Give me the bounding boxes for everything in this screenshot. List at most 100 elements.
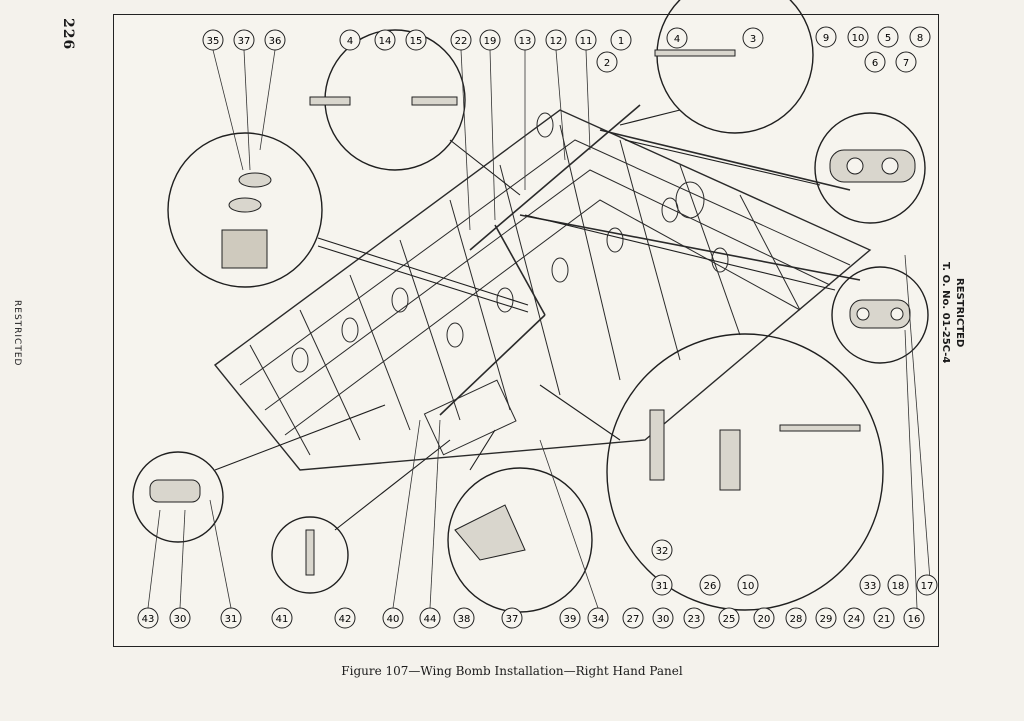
- svg-text:3: 3: [750, 34, 756, 45]
- svg-text:39: 39: [564, 614, 577, 625]
- rib-lightening-holes: [291, 112, 729, 373]
- callout-39: 39: [559, 607, 581, 629]
- wing-spar-mid: [264, 169, 831, 411]
- callout-29: 29: [815, 607, 837, 629]
- callout-14: 14: [374, 29, 396, 51]
- figure-frame: [113, 14, 939, 647]
- svg-text:22: 22: [455, 36, 468, 47]
- svg-text:40: 40: [387, 614, 400, 625]
- svg-text:23: 23: [688, 614, 701, 625]
- detail-leaders: [214, 109, 836, 531]
- svg-text:9: 9: [823, 33, 829, 44]
- callout-38: 38: [453, 607, 475, 629]
- callout-18: 18: [887, 574, 909, 596]
- callout-42: 42: [334, 607, 356, 629]
- callout-37: 37: [233, 29, 255, 51]
- callout-1: 1: [610, 29, 632, 51]
- callout-bubbles: 35 37 36 4 14 15 22 19 13 12 11 1 2 4 3 …: [137, 26, 938, 629]
- callout-31b: 31: [651, 574, 673, 596]
- callout-2: 2: [596, 51, 618, 73]
- svg-text:44: 44: [424, 614, 437, 625]
- callout-7: 7: [895, 51, 917, 73]
- svg-text:12: 12: [550, 36, 563, 47]
- svg-text:33: 33: [864, 581, 877, 592]
- detail-circle-bracket: [132, 451, 224, 543]
- svg-text:25: 25: [723, 614, 736, 625]
- detail-circle-shackle: [167, 132, 323, 288]
- callout-28: 28: [785, 607, 807, 629]
- callout-22: 22: [450, 29, 472, 51]
- callout-24: 24: [843, 607, 865, 629]
- svg-text:26: 26: [704, 581, 717, 592]
- svg-text:2: 2: [604, 58, 610, 69]
- callout-33: 33: [859, 574, 881, 596]
- callout-27: 27: [622, 607, 644, 629]
- callout-23: 23: [683, 607, 705, 629]
- callout-11: 11: [575, 29, 597, 51]
- wing-spar-front: [239, 139, 851, 386]
- svg-text:10: 10: [742, 581, 755, 592]
- callout-21: 21: [873, 607, 895, 629]
- detail-parts: [149, 49, 916, 576]
- detail-circle-guide-plate-upper: [814, 112, 926, 224]
- svg-text:13: 13: [519, 36, 532, 47]
- svg-text:11: 11: [580, 36, 593, 47]
- callout-5: 5: [877, 26, 899, 48]
- svg-text:19: 19: [484, 36, 497, 47]
- svg-text:20: 20: [758, 614, 771, 625]
- callout-35: 35: [202, 29, 224, 51]
- callout-31: 31: [220, 607, 242, 629]
- callout-8: 8: [909, 26, 931, 48]
- svg-text:24: 24: [848, 614, 861, 625]
- svg-text:10: 10: [852, 33, 865, 44]
- callout-20: 20: [753, 607, 775, 629]
- svg-text:36: 36: [269, 36, 282, 47]
- callout-15: 15: [405, 29, 427, 51]
- svg-text:35: 35: [207, 36, 220, 47]
- callout-30b: 30: [652, 607, 674, 629]
- svg-text:43: 43: [142, 614, 155, 625]
- callout-34: 34: [587, 607, 609, 629]
- callout-12: 12: [545, 29, 567, 51]
- svg-text:38: 38: [458, 614, 471, 625]
- callout-30: 30: [169, 607, 191, 629]
- svg-text:5: 5: [885, 33, 891, 44]
- callout-inner: 32 31 26 10 33 18 17: [651, 539, 938, 596]
- callout-19: 19: [479, 29, 501, 51]
- callout-43: 43: [137, 607, 159, 629]
- callout-40: 40: [382, 607, 404, 629]
- detail-circle-guide-plate-lower: [831, 266, 929, 364]
- svg-text:42: 42: [339, 614, 352, 625]
- bomb-rack: [423, 379, 517, 456]
- svg-text:31: 31: [656, 581, 669, 592]
- svg-text:4: 4: [674, 34, 680, 45]
- svg-text:18: 18: [892, 581, 905, 592]
- callout-44: 44: [419, 607, 441, 629]
- svg-text:29: 29: [820, 614, 833, 625]
- wing-panel-outline: [213, 109, 872, 471]
- callout-32: 32: [651, 539, 673, 561]
- detail-circle-bolt: [271, 516, 349, 594]
- detail-circle-release-linkage: [606, 333, 884, 611]
- callout-41: 41: [271, 607, 293, 629]
- svg-text:27: 27: [627, 614, 640, 625]
- figure-caption: Figure 107—Wing Bomb Installation—Right …: [341, 664, 683, 678]
- callout-9: 9: [815, 26, 837, 48]
- callout-37b: 37: [501, 607, 523, 629]
- svg-text:32: 32: [656, 546, 669, 557]
- callout-3: 3: [742, 27, 764, 49]
- svg-text:16: 16: [908, 614, 921, 625]
- callout-13: 13: [514, 29, 536, 51]
- svg-text:8: 8: [917, 33, 923, 44]
- callout-leaders: [147, 49, 931, 609]
- svg-text:6: 6: [872, 58, 878, 69]
- svg-text:37: 37: [238, 36, 251, 47]
- detail-circle-bellcrank: [656, 0, 814, 134]
- callout-36: 36: [264, 29, 286, 51]
- callout-10b: 10: [737, 574, 759, 596]
- svg-text:1: 1: [618, 36, 624, 47]
- callout-16: 16: [903, 607, 925, 629]
- svg-text:28: 28: [790, 614, 803, 625]
